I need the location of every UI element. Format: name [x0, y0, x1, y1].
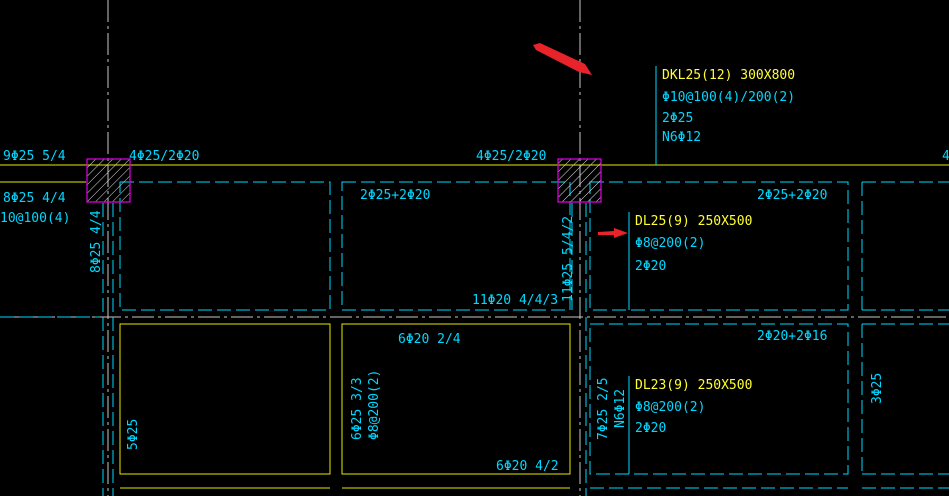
label-dl23-stirrup: Φ8@200(2)	[635, 400, 705, 415]
label-left-column-top: 4Φ25/2Φ20	[129, 149, 199, 164]
column-left[interactable]	[86, 158, 131, 203]
label-dkl-top: 2Φ25	[662, 111, 693, 126]
label-dl25-stirrup: Φ8@200(2)	[635, 236, 705, 251]
label-mid-column-top: 4Φ25/2Φ20	[476, 149, 546, 164]
label-vert-d1: 7Φ25 2/5	[596, 377, 611, 440]
beam-outlines-dashed	[0, 181, 949, 496]
red-arrow-top	[533, 43, 592, 75]
label-left-stirrup: 10@100(4)	[0, 211, 70, 226]
label-right-vert: 3Φ25	[870, 373, 885, 404]
label-vert-left: 8Φ25 4/4	[89, 210, 104, 273]
label-dl23-bottom: 2Φ20	[635, 421, 666, 436]
label-panel-c-left1: 6Φ25 3/3	[350, 377, 365, 440]
label-panel-b-top: 2Φ25+2Φ20	[757, 188, 827, 203]
slab-panels-yellow	[119, 323, 571, 489]
label-dl25-bottom: 2Φ20	[635, 259, 666, 274]
dkl-beam-line	[0, 164, 949, 183]
label-panel-c-bottom: 6Φ20 4/2	[496, 459, 559, 474]
label-dkl-side: N6Φ12	[662, 130, 701, 145]
label-dl23-name: DL23(9) 250X500	[635, 378, 752, 393]
label-left-bottom-rebar: 8Φ25 4/4	[3, 191, 66, 206]
red-arrow-mid	[598, 228, 628, 238]
label-panel-c-top: 6Φ20 2/4	[398, 332, 461, 347]
label-vert-mid: 11Φ25 5/4/2	[561, 216, 576, 302]
label-panel-d-top: 2Φ20+2Φ16	[757, 329, 827, 344]
label-panel-a-bottom: 11Φ20 4/4/3	[472, 293, 558, 308]
label-right-edge-top: 4	[942, 149, 949, 164]
label-panel-left-vert: 5Φ25	[126, 419, 141, 450]
label-dkl-stirrup: Φ10@100(4)/200(2)	[662, 90, 795, 105]
leader-lines	[628, 66, 657, 474]
column-mid[interactable]	[557, 158, 602, 203]
label-panel-a-top: 2Φ25+2Φ20	[360, 188, 430, 203]
label-dl25-name: DL25(9) 250X500	[635, 214, 752, 229]
rebar-annotations: 9Φ25 5/4 4Φ25/2Φ20 4Φ25/2Φ20 4 DKL25(12)…	[0, 68, 949, 474]
label-top-left-rebar: 9Φ25 5/4	[3, 149, 66, 164]
label-dkl-name: DKL25(12) 300X800	[662, 68, 795, 83]
label-panel-c-left2: Φ8@200(2)	[367, 370, 382, 440]
label-vert-d2: N6Φ12	[613, 389, 628, 428]
